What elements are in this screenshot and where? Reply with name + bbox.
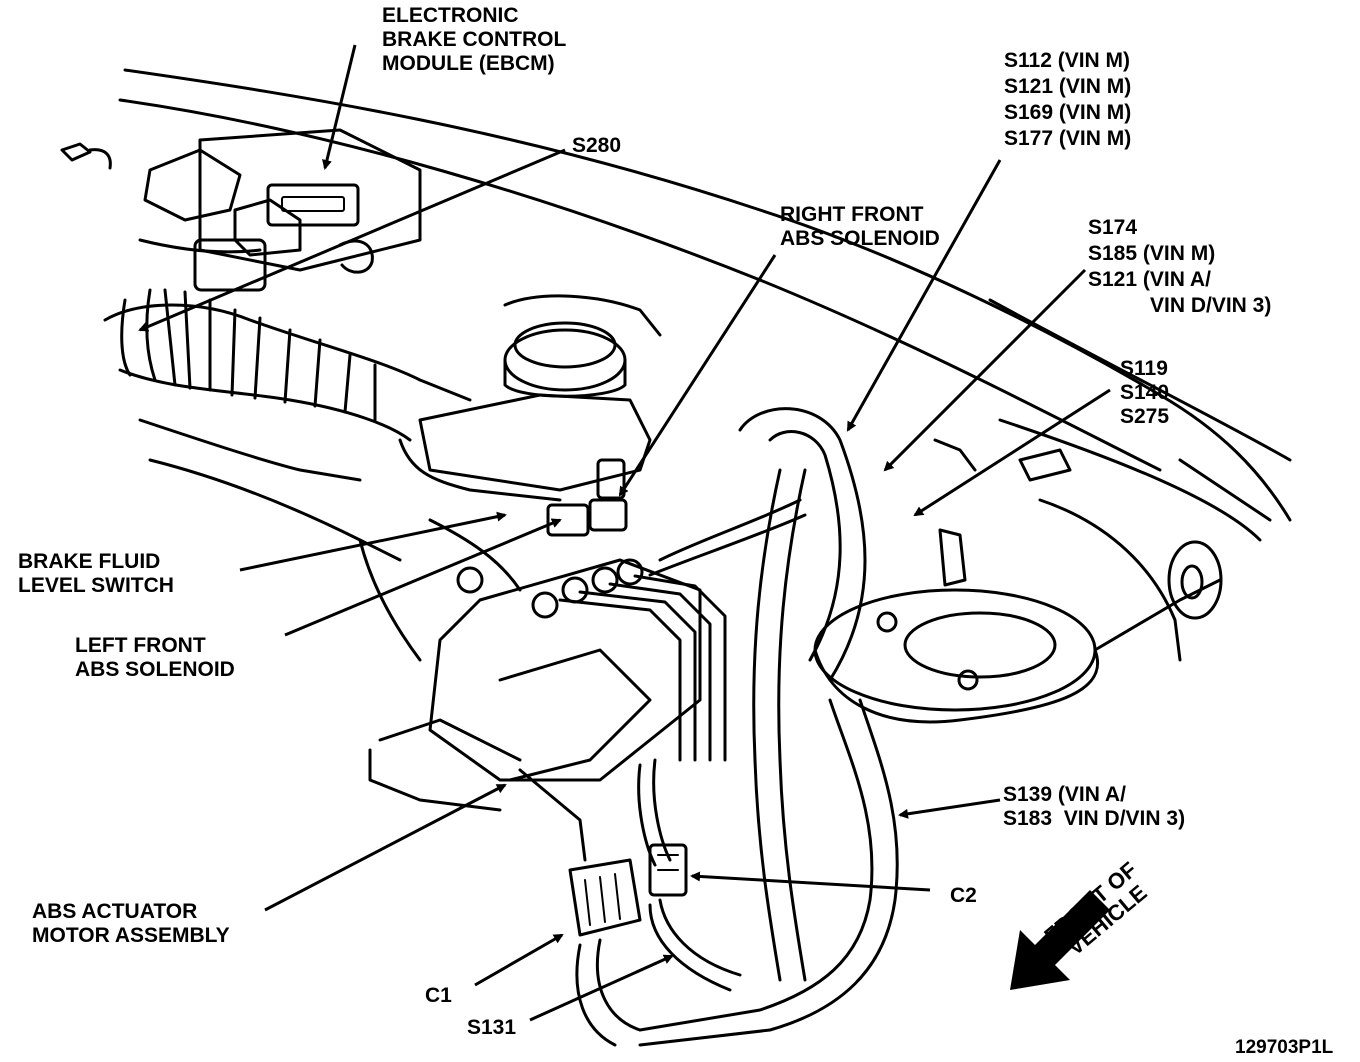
- s112-line-2: S121 (VIN M): [1004, 75, 1132, 98]
- front-of-vehicle-arrow-icon: [1010, 890, 1110, 990]
- s139-line-2: S183 VIN D/VIN 3): [1003, 807, 1186, 830]
- abs-actuator-line-2: MOTOR ASSEMBLY: [32, 924, 230, 947]
- brake-fluid-label: BRAKE FLUID LEVEL SWITCH: [18, 550, 174, 598]
- c1-label: C1: [425, 984, 452, 1007]
- s112-line-1: S112 (VIN M): [1004, 49, 1131, 72]
- leader-right-front-solenoid: [618, 254, 777, 497]
- right-front-solenoid-label: RIGHT FRONT ABS SOLENOID: [780, 203, 940, 251]
- s131-label: S131: [467, 1016, 517, 1039]
- ebcm-label: ELECTRONIC BRAKE CONTROL MODULE (EBCM): [382, 4, 566, 76]
- leader-s131: [529, 954, 674, 1022]
- s112-line-3: S169 (VIN M): [1004, 101, 1132, 124]
- s139-group-label: S139 (VIN A/ S183 VIN D/VIN 3): [1003, 783, 1185, 831]
- left-front-solenoid-label: LEFT FRONT ABS SOLENOID: [75, 634, 235, 682]
- leader-left-front-solenoid: [284, 518, 562, 637]
- leader-s139: [898, 798, 1001, 819]
- leader-s174: [883, 268, 1087, 472]
- s280-label: S280: [572, 134, 622, 157]
- s174-line-1: S174: [1088, 216, 1138, 239]
- leader-c2: [690, 871, 931, 892]
- left-front-line-2: ABS SOLENOID: [75, 658, 235, 681]
- s174-group-label: S174 S185 (VIN M) S121 (VIN A/ VIN D/VIN…: [1088, 215, 1271, 319]
- ebcm-line-2: BRAKE CONTROL: [382, 28, 567, 51]
- c2-label: C2: [950, 884, 977, 907]
- leader-s280: [138, 148, 566, 332]
- leader-brake-fluid: [239, 511, 507, 572]
- brake-fluid-line-1: BRAKE FLUID: [18, 550, 161, 573]
- leader-ebcm: [322, 44, 357, 170]
- s112-line-4: S177 (VIN M): [1004, 127, 1132, 150]
- s112-group-label: S112 (VIN M) S121 (VIN M) S169 (VIN M) S…: [1004, 48, 1131, 152]
- leader-s112: [846, 159, 1002, 432]
- abs-actuator-label: ABS ACTUATOR MOTOR ASSEMBLY: [32, 900, 230, 948]
- ebcm-line-1: ELECTRONIC: [382, 4, 519, 27]
- s174-line-4: VIN D/VIN 3): [1150, 294, 1272, 317]
- abs-actuator-line-1: ABS ACTUATOR: [32, 900, 198, 923]
- leader-abs-actuator: [264, 783, 507, 912]
- leader-c1: [474, 933, 564, 987]
- right-front-line-1: RIGHT FRONT: [780, 203, 924, 226]
- ebcm-line-3: MODULE (EBCM): [382, 52, 555, 75]
- brake-fluid-line-2: LEVEL SWITCH: [18, 574, 174, 597]
- s119-line-2: S140: [1120, 381, 1170, 404]
- figure-code: 129703P1L: [1235, 1037, 1334, 1058]
- leader-s119: [913, 388, 1111, 517]
- right-front-line-2: ABS SOLENOID: [780, 227, 940, 250]
- left-front-line-1: LEFT FRONT: [75, 634, 206, 657]
- s119-line-3: S275: [1120, 405, 1170, 428]
- s119-line-1: S119: [1120, 357, 1168, 380]
- s174-line-3: S121 (VIN A/: [1088, 268, 1211, 291]
- s139-line-1: S139 (VIN A/: [1003, 783, 1126, 806]
- s119-group-label: S119 S140 S275: [1120, 357, 1169, 429]
- s174-line-2: S185 (VIN M): [1088, 242, 1216, 265]
